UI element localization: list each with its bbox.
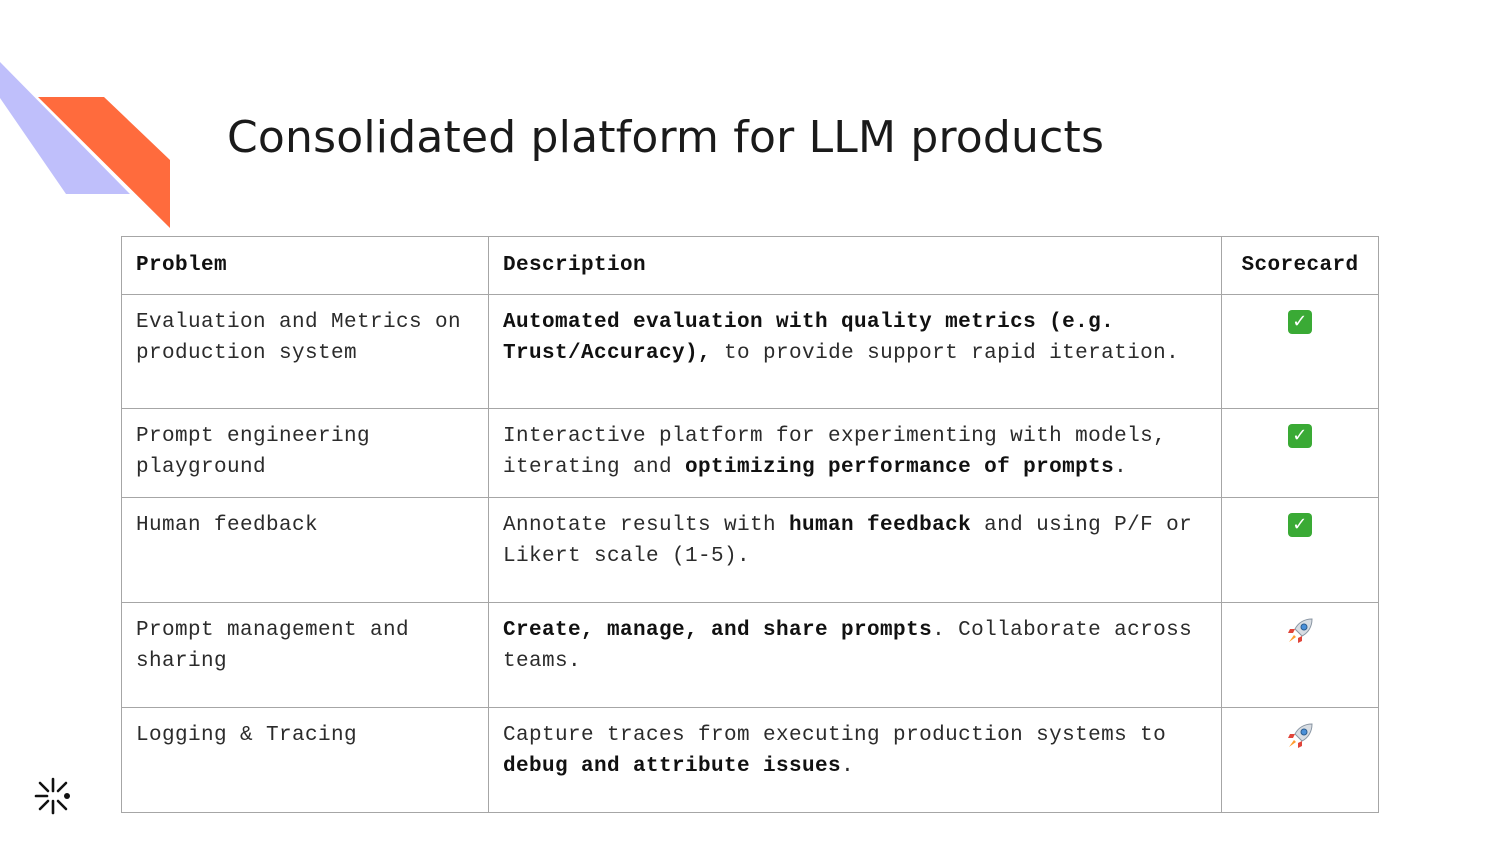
rocket-icon	[1288, 723, 1313, 748]
description-cell: Create, manage, and share prompts. Colla…	[488, 602, 1222, 708]
table-header-row: Problem Description Scorecard	[121, 236, 1379, 295]
description-bold: optimizing performance of prompts	[685, 456, 1115, 479]
page-title: Consolidated platform for LLM products	[227, 112, 1105, 163]
description-cell: Automated evaluation with quality metric…	[488, 294, 1222, 409]
brand-logo-icon	[34, 777, 70, 815]
table-row: Prompt management and sharing Create, ma…	[121, 602, 1379, 708]
table-row: Human feedback Annotate results with hum…	[121, 497, 1379, 603]
problem-cell: Prompt engineering playground	[121, 408, 489, 498]
description-text: Capture traces from executing production…	[503, 724, 1167, 747]
table-row: Prompt engineering playground Interactiv…	[121, 408, 1379, 498]
orange-stripe	[38, 97, 170, 228]
description-text: Annotate results with	[503, 514, 790, 537]
table-row: Evaluation and Metrics on production sys…	[121, 294, 1379, 409]
corner-decoration	[0, 62, 170, 228]
description-tail: .	[1114, 456, 1128, 479]
scorecard-cell	[1221, 707, 1379, 813]
problem-cell: Human feedback	[121, 497, 489, 603]
description-cell: Capture traces from executing production…	[488, 707, 1222, 813]
description-text: Interactive platform for experimenting w…	[503, 425, 1167, 479]
description-tail: and using P/F or Likert scale (1-5).	[503, 514, 1193, 568]
check-icon: ✓	[1288, 310, 1312, 334]
scorecard-cell: ✓	[1221, 497, 1379, 603]
description-bold: Create, manage, and share prompts	[503, 619, 933, 642]
problem-cell: Evaluation and Metrics on production sys…	[121, 294, 489, 409]
header-problem: Problem	[121, 236, 489, 295]
header-scorecard: Scorecard	[1221, 236, 1379, 295]
description-bold: Automated evaluation with quality metric…	[503, 311, 1115, 365]
description-cell: Annotate results with human feedback and…	[488, 497, 1222, 603]
problem-cell: Logging & Tracing	[121, 707, 489, 813]
scorecard-cell: ✓	[1221, 408, 1379, 498]
check-icon: ✓	[1288, 513, 1312, 537]
header-description: Description	[488, 236, 1222, 295]
table-row: Logging & Tracing Capture traces from ex…	[121, 707, 1379, 813]
description-bold: debug and attribute issues	[503, 755, 842, 778]
rocket-icon	[1288, 618, 1313, 643]
description-text: . Collaborate across teams.	[503, 619, 1193, 673]
description-bold: human feedback	[789, 514, 972, 537]
description-cell: Interactive platform for experimenting w…	[488, 408, 1222, 498]
problem-cell: Prompt management and sharing	[121, 602, 489, 708]
description-text: to provide support rapid iteration.	[711, 342, 1180, 365]
scorecard-cell	[1221, 602, 1379, 708]
scorecard-cell: ✓	[1221, 294, 1379, 409]
check-icon: ✓	[1288, 424, 1312, 448]
lavender-stripe	[0, 62, 130, 194]
comparison-table: Problem Description Scorecard Evaluation…	[121, 236, 1379, 813]
description-tail: .	[841, 755, 855, 778]
